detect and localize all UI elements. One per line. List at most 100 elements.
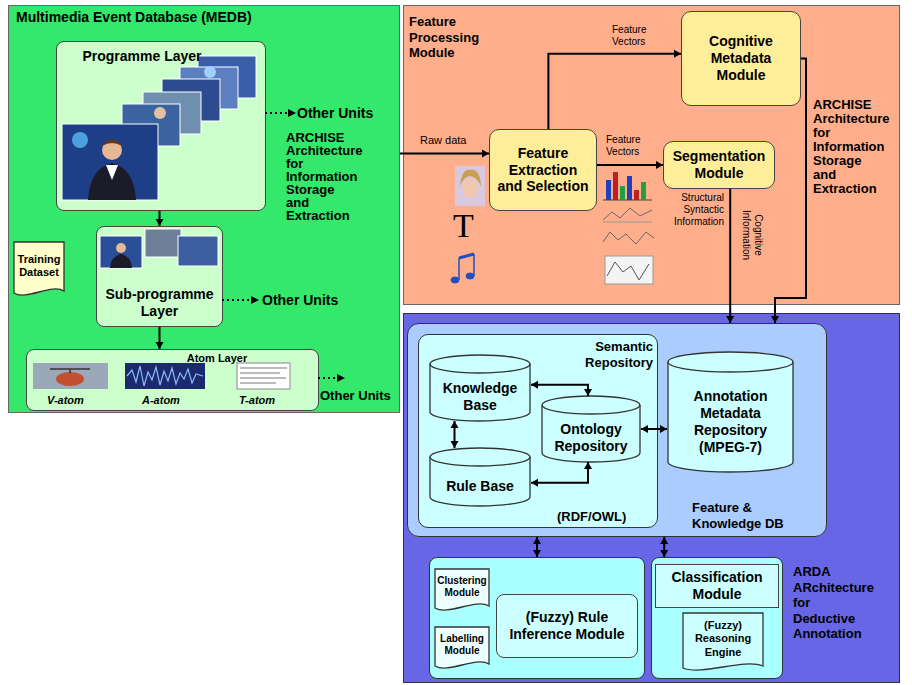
- layer-box: Programme Layer: [56, 41, 266, 211]
- shape-outline: [430, 355, 530, 421]
- arrowhead: [641, 425, 648, 433]
- presenter-hair: [102, 139, 122, 146]
- text-area: Cognitive Metadata Module: [682, 12, 800, 105]
- arrowhead: [451, 441, 459, 448]
- node-label: Knowledge Base: [434, 380, 526, 414]
- node-label: Feature Extraction and Selection: [495, 145, 591, 195]
- arrowhead: [533, 537, 541, 544]
- programme-frames: [62, 56, 256, 200]
- text-area: Training Dataset: [13, 241, 65, 291]
- node-label: Semantic Repository: [559, 339, 653, 370]
- node-label: Sub-programme Layer: [103, 286, 216, 320]
- connector-line: [536, 537, 538, 557]
- database-cylinder: Rule Base: [429, 448, 531, 506]
- layer-box: Sub-programme Layer: [96, 226, 223, 327]
- text-label: Other Units: [320, 388, 391, 404]
- connector: [533, 537, 541, 557]
- waveform: [127, 366, 203, 386]
- node-label: Labelling Module: [435, 633, 489, 657]
- shape-outline: [668, 352, 793, 472]
- text-area: (Fuzzy) Rule Inference Module: [497, 595, 637, 657]
- node-label: Atom Layer: [177, 352, 257, 365]
- presenter-suit: [110, 254, 132, 268]
- arrowhead: [531, 479, 538, 487]
- rotated-label: Cognitive Information: [740, 206, 764, 264]
- edge-label: Feature Vectors: [606, 134, 658, 158]
- a-atom-image: [125, 363, 205, 389]
- node-label: Annotation Metadata Repository (MPEG-7): [672, 388, 789, 455]
- arrowhead: [656, 161, 663, 169]
- connector: [531, 381, 592, 396]
- arrowhead: [660, 425, 667, 433]
- module-group: Classification Module (Fuzzy) Reasoning E…: [651, 557, 783, 679]
- repository-panel: Semantic Repository(RDF/OWL)Knowledge Ba…: [418, 334, 658, 528]
- presenter-shirt: [106, 165, 118, 180]
- text-area: Ontology Repository: [541, 414, 641, 462]
- connector-line: [775, 59, 806, 324]
- node-label: (Fuzzy) Reasoning Engine: [684, 619, 762, 659]
- node-label: Classification Module: [659, 569, 775, 603]
- text-area: Segmentation Module: [664, 142, 774, 188]
- connector-line: [159, 327, 161, 349]
- text-label: Structural Syntactic Information: [664, 192, 724, 228]
- connector-line: [531, 462, 588, 483]
- text-area: Annotation Metadata Repository (MPEG-7): [667, 372, 794, 472]
- dataset-document: Training Dataset: [13, 241, 65, 299]
- text-area: (Fuzzy) Reasoning Engine: [682, 612, 764, 666]
- node-label: Rule Base: [446, 478, 514, 495]
- arrowhead: [660, 550, 668, 557]
- cylinder-rim: [542, 405, 640, 414]
- node-label: Segmentation Module: [669, 148, 769, 182]
- database-cylinder: Knowledge Base: [429, 355, 531, 421]
- connector-line: [729, 189, 731, 323]
- database-panel: Feature & Knowledge DB Semantic Repositor…: [407, 323, 827, 537]
- connector-line: [663, 537, 665, 557]
- text-area: Feature Extraction and Selection: [490, 130, 596, 210]
- connector-line: [159, 211, 161, 226]
- process-box: (Fuzzy) Rule Inference Module: [496, 594, 638, 658]
- node-label: ARCHISE Architecture for Information Sto…: [813, 98, 899, 196]
- cylinder-outline: [429, 448, 531, 506]
- module-group: Clustering ModuleLabelling Module (Fuzzy)…: [429, 557, 645, 679]
- text-label: Other Units: [262, 292, 338, 309]
- v-atom-image: [33, 363, 108, 389]
- rotor: [50, 368, 90, 370]
- text-label: Other Units: [297, 105, 373, 122]
- arrowhead: [584, 389, 592, 396]
- shape-outline: [435, 569, 489, 610]
- presenter-head: [102, 140, 122, 160]
- engine-document: (Fuzzy) Reasoning Engine: [682, 612, 764, 674]
- connector-line: [597, 164, 663, 166]
- database-cylinder: Ontology Repository: [541, 396, 641, 462]
- shape-outline: [683, 613, 763, 670]
- text-lines: [240, 368, 287, 383]
- edge-label: Feature Vectors: [612, 24, 664, 48]
- node-label: Programme Layer: [82, 48, 202, 65]
- connector: [400, 150, 489, 158]
- rotor: [69, 369, 71, 373]
- connector-line: [400, 153, 489, 155]
- text-area: Knowledge Base: [429, 373, 531, 421]
- connector: [641, 425, 667, 433]
- text-area: Labelling Module: [434, 626, 490, 664]
- text-area: Clustering Module: [434, 568, 490, 606]
- text-area: Rule Base: [429, 466, 531, 506]
- cylinder-rim: [430, 364, 530, 373]
- connector: [451, 421, 459, 448]
- text-area: [57, 42, 265, 210]
- connector: [597, 161, 663, 169]
- arrowhead: [531, 381, 538, 389]
- node-label: Multimedia Event Database (MEDB): [16, 9, 386, 26]
- arrowhead: [482, 150, 489, 158]
- connector: [726, 189, 734, 323]
- globe-icon: [72, 132, 88, 148]
- connector: [531, 462, 592, 487]
- cylinder-rim: [430, 457, 530, 466]
- connector: [548, 50, 681, 129]
- music-icon: [451, 254, 474, 283]
- arrowhead: [726, 316, 734, 323]
- node-label: Feature & Knowledge DB: [692, 500, 817, 531]
- frame-detail: [154, 107, 166, 119]
- node-label: ARCHISE Architecture for Information Sto…: [286, 131, 396, 222]
- frame-detail: [204, 66, 216, 78]
